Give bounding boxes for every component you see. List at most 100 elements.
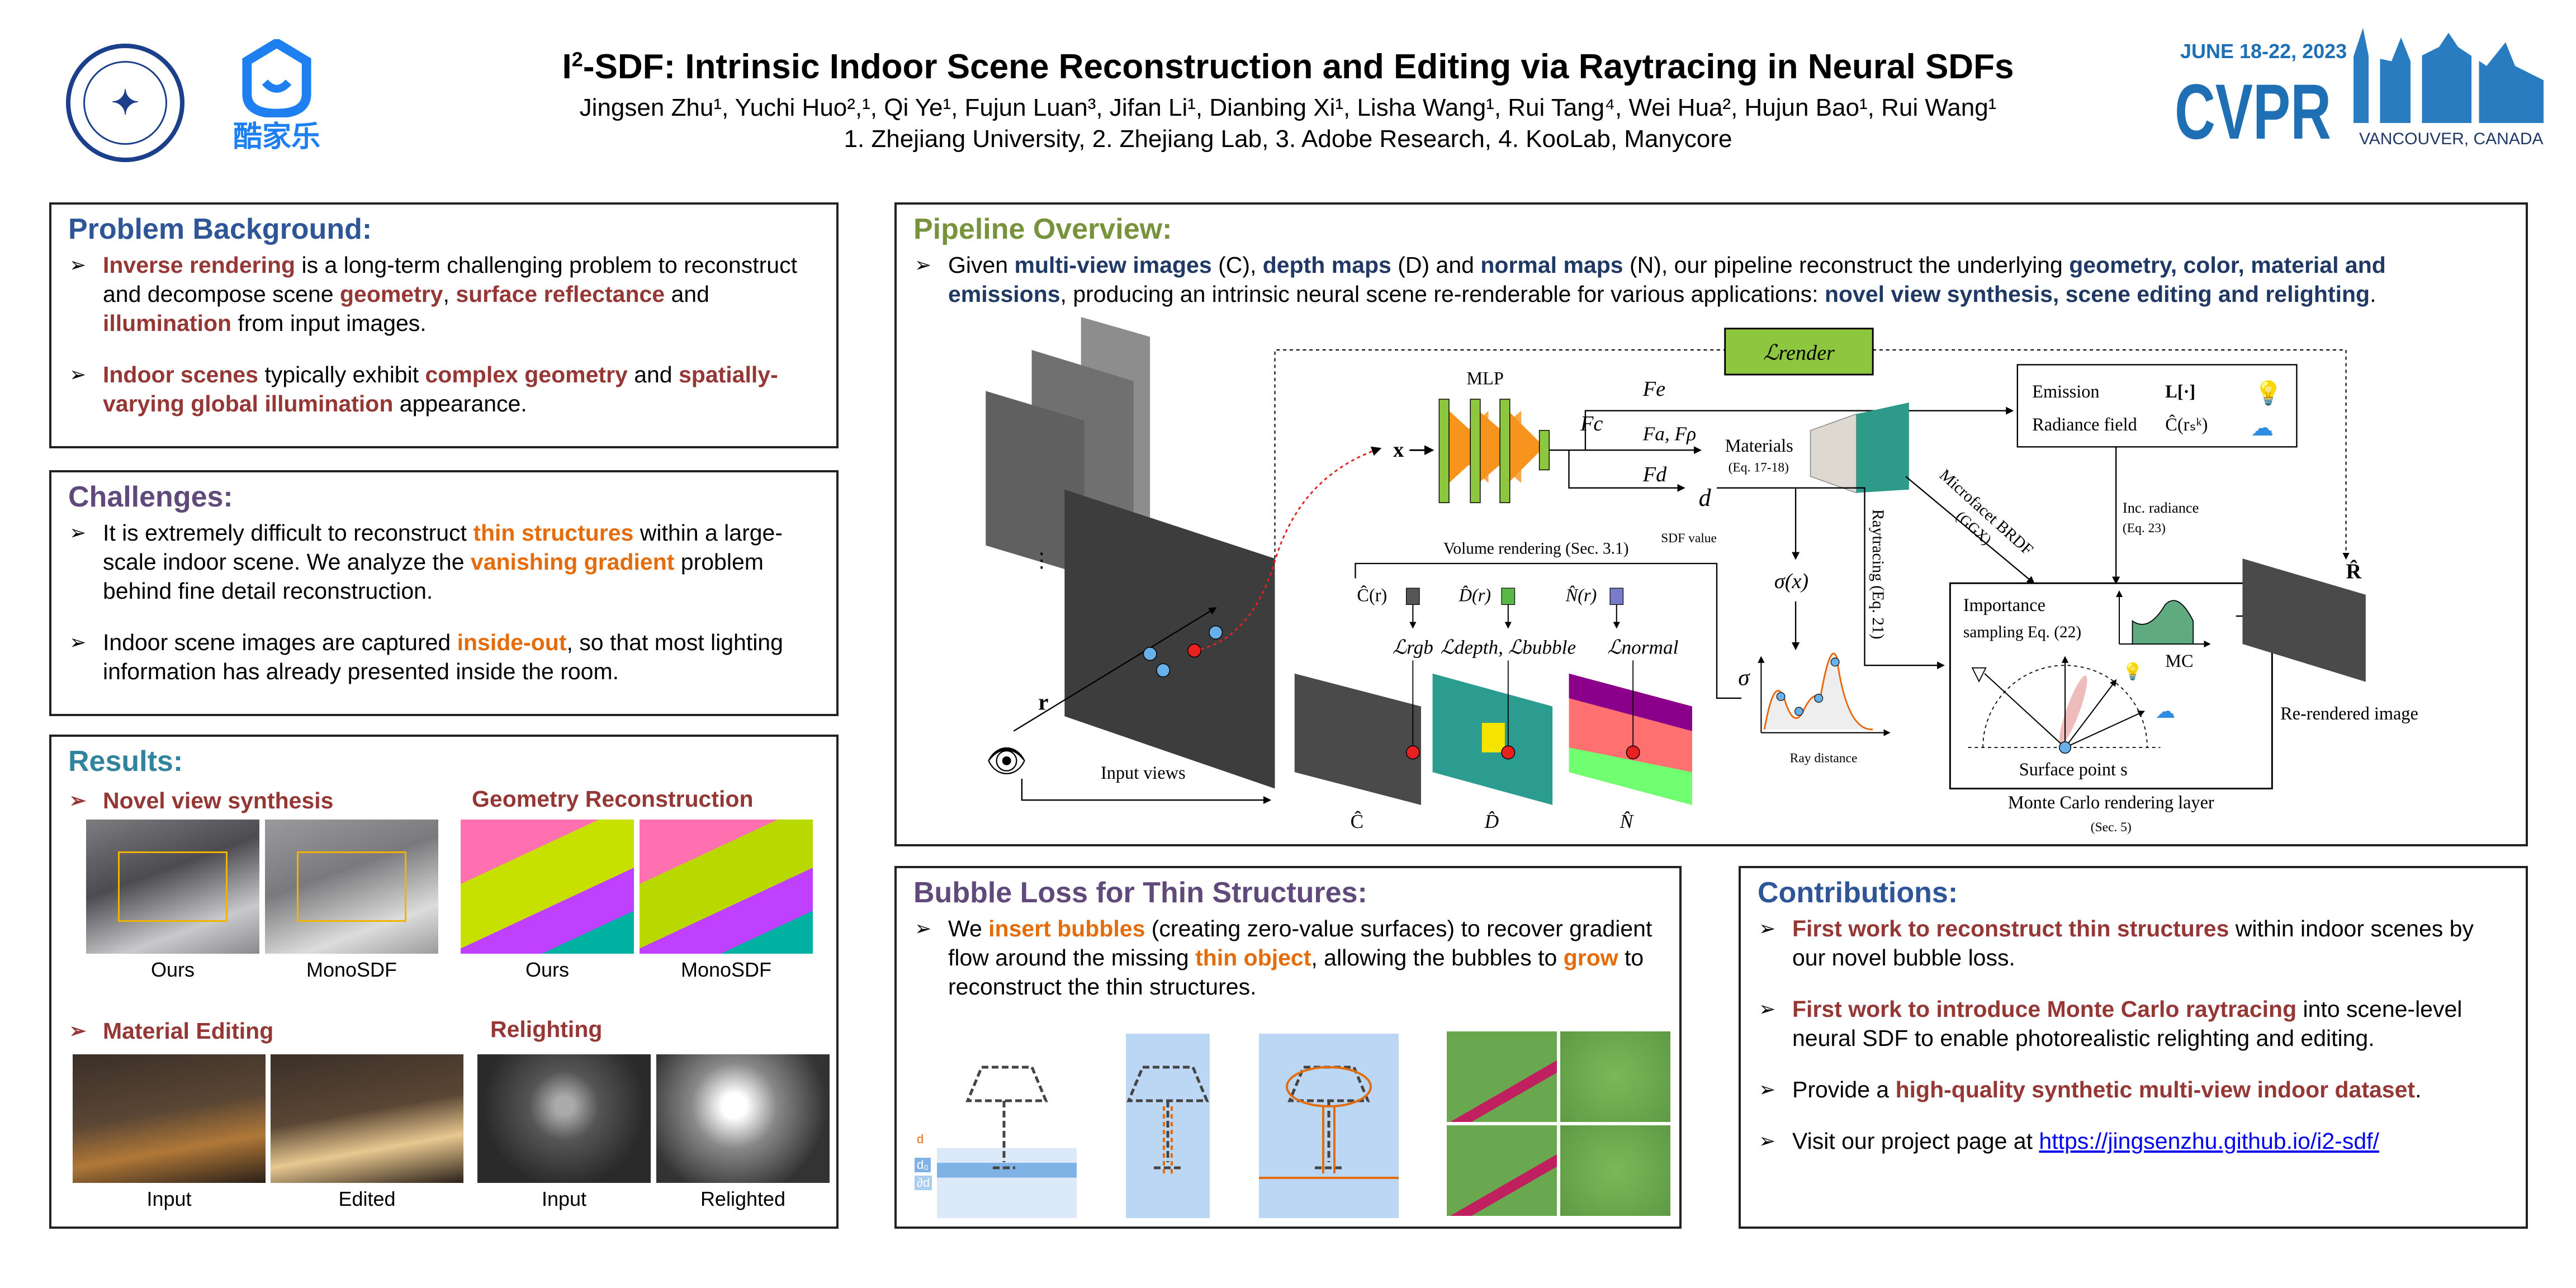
text-segment: problem behind fine detail reconstructio… [103, 549, 764, 604]
text-segment: . [2415, 1077, 2422, 1102]
bubble-result-image [1447, 1031, 1557, 1122]
text-segment: from input images. [231, 310, 427, 336]
problem-background-panel: Problem Background: Inverse rendering is… [49, 202, 839, 448]
affiliations: 1. Zhejiang University, 2. Zhejiang Lab,… [844, 125, 1732, 153]
bubble-stage-2 [1098, 1034, 1238, 1218]
pipeline-intro: Given multi-view images (C), depth maps … [897, 250, 2526, 309]
highlight-text: insert bubbles [988, 916, 1145, 941]
bubble-stage-1 [937, 1034, 1077, 1218]
text-segment: and [665, 281, 709, 307]
contributions-panel: Contributions: First work to reconstruct… [1739, 866, 2528, 1229]
problem-background-heading: Problem Background: [68, 213, 372, 245]
text-segment: . [2370, 281, 2376, 307]
zju-logo: ✦ [66, 44, 184, 162]
zju-emblem-icon: ✦ [83, 61, 167, 145]
contribution-bullet: Visit our project page at https://jingse… [1741, 1126, 2526, 1156]
highlight-text: normal maps [1480, 252, 1623, 278]
contribution-bullet: Provide a high-quality synthetic multi-v… [1741, 1075, 2526, 1104]
relight-output-image [656, 1054, 830, 1183]
nvs-ours-image [86, 820, 259, 954]
text-segment: to reconstruct the thin structures. [948, 945, 1644, 1000]
caption-input: Input [146, 1187, 192, 1210]
bubble-result-image [1447, 1125, 1557, 1216]
text-segment: , producing an intrinsic neural scene re… [1060, 281, 1825, 307]
caption-ours: Ours [150, 958, 195, 981]
material-subsection: Material Editing [51, 1016, 443, 1045]
highlight-text: vanishing gradient [470, 549, 675, 575]
text-segment: (C), [1211, 252, 1263, 278]
bubble-bullet: We insert bubbles (creating zero-value s… [897, 914, 1679, 1001]
caption-input-relight: Input [541, 1187, 587, 1210]
text-segment: Given [948, 252, 1015, 278]
highlight-text: inside-out [457, 629, 567, 655]
text-segment: We [948, 916, 989, 941]
problem-bullet: Indoor scenes typically exhibit complex … [51, 360, 836, 418]
text-segment: typically exhibit [258, 362, 425, 387]
project-page-link[interactable]: https://jingsenzhu.github.io/i2-sdf/ [2039, 1128, 2379, 1154]
highlight-text: depth maps [1262, 252, 1391, 278]
geo-ours-image [461, 820, 634, 954]
pipeline-panel: Pipeline Overview: Given multi-view imag… [894, 202, 2528, 846]
challenge-bullet: Indoor scene images are captured inside-… [51, 628, 836, 686]
lamp-grown-icon [1259, 1066, 1399, 1179]
highlight-text: novel view synthesis, scene editing and … [1824, 281, 2370, 307]
nvs-monosdf-image [265, 820, 438, 954]
bubble-result-image [1560, 1031, 1670, 1122]
highlight-text: First work to introduce Monte Carlo rayt… [1792, 996, 2297, 1022]
pipeline-heading: Pipeline Overview: [913, 213, 1172, 245]
highlight-text: geometry [339, 281, 443, 307]
bubble-result-grid [1447, 1031, 1670, 1216]
material-edited-image [271, 1054, 463, 1183]
cvpr-logo: JUNE 18-22, 2023 CVPR VANCOUVER, CANADA [2175, 28, 2560, 168]
text-segment: , allowing the bubbles to [1311, 945, 1564, 970]
challenges-panel: Challenges: It is extremely difficult to… [49, 470, 839, 716]
text-segment: , so that most lighting information has … [103, 629, 783, 684]
highlight-text: Indoor scenes [103, 362, 258, 387]
nvs-subsection: Novel view synthesis [51, 786, 443, 815]
bubble-axis-d: d [917, 1132, 924, 1146]
poster-title: I2-SDF: Intrinsic Indoor Scene Reconstru… [562, 48, 2014, 86]
highlight-text: complex geometry [425, 362, 628, 387]
nvs-title: Novel view synthesis [51, 786, 443, 815]
authors: Jingsen Zhu¹, Yuchi Huo²,¹, Qi Ye¹, Fuju… [579, 94, 1997, 121]
highlight-text: grow [1563, 945, 1618, 970]
highlight-text: illumination [103, 310, 232, 336]
geo-title: Geometry Reconstruction [472, 786, 754, 812]
text-segment: Visit our project page at [1792, 1128, 2039, 1154]
text-segment: , [443, 281, 456, 307]
bubble-axis-dd: ∂d [915, 1176, 932, 1190]
results-panel: Results: Novel view synthesis Geometry R… [49, 735, 839, 1229]
contributions-heading: Contributions: [1758, 877, 1958, 909]
highlight-text: Inverse rendering [103, 252, 296, 278]
kujiale-logo: 酷家乐 [224, 37, 330, 159]
text-segment: is a long-term challenging problem to re… [103, 252, 797, 307]
results-heading: Results: [68, 745, 183, 778]
text-segment: It is extremely difficult to reconstruct [103, 520, 473, 546]
highlight-text: spatially-varying global illumination [103, 362, 778, 416]
cvpr-name: CVPR [2175, 68, 2332, 155]
text-segment: and [627, 362, 679, 387]
material-editing-title: Material Editing [51, 1016, 443, 1045]
text-segment: Provide a [1792, 1077, 1896, 1102]
lamp-outline-icon [965, 1066, 1048, 1169]
skyline-icon [2354, 28, 2544, 123]
highlight-text: geometry, color, material and emissions [948, 252, 2386, 307]
caption-monosdf-geo: MonoSDF [680, 958, 772, 981]
text-segment: within indoor scenes by our novel bubble… [1792, 916, 2474, 970]
text-segment: within a large-scale indoor scene. We an… [103, 520, 783, 575]
geo-monosdf-image [640, 820, 813, 954]
relighting-title: Relighting [490, 1016, 603, 1042]
challenge-bullet: It is extremely difficult to reconstruct… [51, 518, 836, 605]
bubble-result-image [1560, 1125, 1670, 1216]
contribution-bullet: First work to introduce Monte Carlo rayt… [1741, 995, 2526, 1053]
highlight-text: First work to reconstruct thin structure… [1792, 916, 2229, 941]
cvpr-place: VANCOUVER, CANADA [2359, 130, 2544, 148]
text-segment: appearance. [393, 391, 527, 416]
highlight-text: surface reflectance [456, 281, 665, 307]
bubble-loss-panel: Bubble Loss for Thin Structures: We inse… [894, 866, 1682, 1229]
caption-monosdf: MonoSDF [306, 958, 397, 981]
highlight-text: multi-view images [1014, 252, 1212, 278]
contribution-bullet: First work to reconstruct thin structure… [1741, 914, 2526, 972]
text-segment: (creating zero-value surfaces) to recove… [948, 916, 1652, 970]
caption-ours-geo: Ours [525, 958, 569, 981]
